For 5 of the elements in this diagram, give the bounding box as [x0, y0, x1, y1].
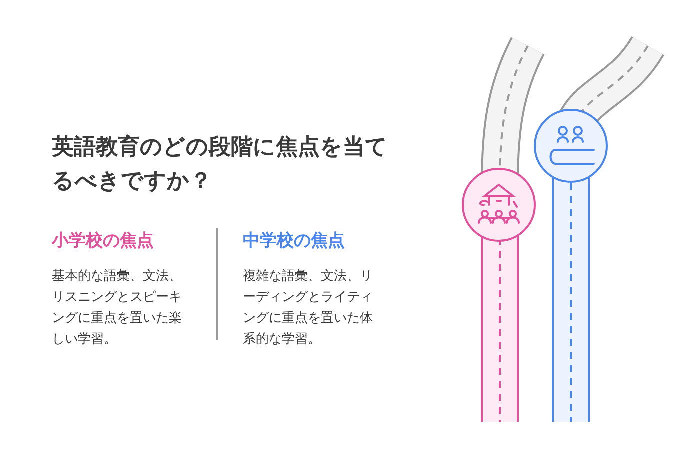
- section-description: 基本的な語彙、文法、リスニングとスピーキングに重点を置いた楽しい学習。: [52, 267, 183, 348]
- title: 英語教育のどの段階に焦点を当てるべきですか？: [52, 133, 389, 195]
- section-heading: 小学校の焦点: [52, 230, 155, 252]
- section-description: 複雑な語彙、文法、リーディングとライティングに重点を置いた体系的な学習。: [243, 267, 374, 348]
- section-heading: 中学校の焦点: [243, 230, 346, 252]
